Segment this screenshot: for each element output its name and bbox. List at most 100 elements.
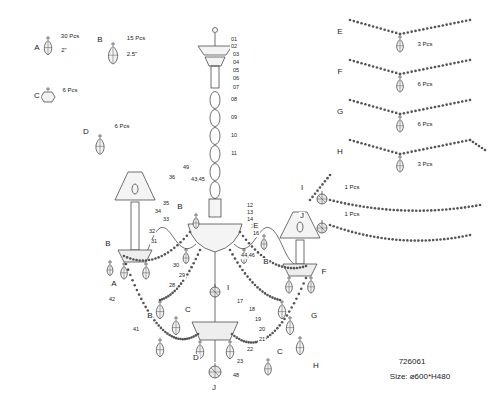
callout-number: 08 (230, 97, 238, 103)
pendant-hook (289, 317, 291, 319)
bead (179, 241, 182, 244)
part-label: H (312, 362, 320, 370)
bead (343, 229, 346, 232)
part-label: E (252, 222, 259, 230)
bead (255, 341, 258, 344)
bead (439, 238, 442, 241)
bead (142, 259, 145, 262)
callout-number: 11 (230, 151, 238, 157)
bead (305, 265, 308, 268)
part-label: F (337, 68, 344, 76)
part-label: C (184, 306, 192, 314)
bead (259, 288, 262, 291)
bead (430, 209, 433, 212)
crystal-pendant (44, 37, 51, 55)
bead (418, 149, 421, 152)
bead (293, 302, 296, 305)
bead (449, 208, 452, 211)
bead (157, 256, 160, 259)
bead (478, 145, 481, 148)
bead (391, 71, 394, 74)
part-label: Size: ⌀600*H480 (389, 373, 451, 381)
bead (376, 146, 379, 149)
part-label: D (82, 128, 90, 136)
column-tube (211, 66, 219, 88)
pendant-facet (121, 267, 127, 278)
bead (391, 111, 394, 114)
bead (347, 203, 350, 206)
bead (410, 239, 413, 242)
bead (264, 292, 267, 295)
bead (275, 263, 278, 266)
bead (452, 207, 455, 210)
bead (281, 265, 284, 268)
bead (254, 248, 257, 251)
bead (364, 23, 367, 26)
bead (190, 266, 193, 269)
bead (340, 201, 343, 204)
pendant-hook (123, 263, 125, 265)
bead-chain (469, 139, 487, 152)
bead (132, 258, 135, 261)
column-nut (209, 199, 221, 217)
bead (144, 306, 147, 309)
bead (349, 139, 352, 142)
bead (461, 140, 464, 143)
bead (155, 322, 158, 325)
lower-bowl (192, 322, 238, 340)
pendant-body (143, 266, 150, 279)
bead (395, 72, 398, 75)
pendant-hook (195, 214, 197, 216)
ball-body (317, 194, 327, 204)
bead (383, 68, 386, 71)
bead (354, 232, 357, 235)
bead (360, 22, 363, 25)
pendant-body (107, 264, 113, 275)
part-label: A (33, 44, 40, 52)
bead (403, 112, 406, 115)
bead (422, 108, 425, 111)
callout-number: 12 (246, 203, 254, 209)
bead (160, 327, 163, 330)
bead (229, 249, 232, 252)
bead (422, 209, 425, 212)
callout-number: 13 (246, 210, 254, 216)
bead (162, 329, 165, 332)
part-label: D (192, 354, 200, 362)
bead (240, 339, 243, 342)
bead (368, 64, 371, 67)
callout-number: 43,45 (190, 177, 206, 183)
pendant-body (44, 40, 51, 54)
pendant-hook (267, 359, 269, 361)
ball-body (210, 287, 220, 297)
bead (199, 249, 202, 252)
bobeche (118, 250, 152, 262)
bead (180, 282, 183, 285)
callout-number: 07 (232, 85, 240, 91)
bead (395, 32, 398, 35)
pendant-body (156, 342, 163, 356)
bead (316, 189, 319, 192)
bead (426, 27, 429, 30)
bead (418, 29, 421, 32)
callout-number: 35 (162, 201, 170, 207)
bead (284, 266, 287, 269)
bead (414, 70, 417, 73)
bead (469, 234, 472, 237)
bead-chain (125, 263, 200, 341)
callout-number: 42 (108, 297, 116, 303)
canopy-cup (205, 57, 225, 66)
crystal-pendant (278, 301, 285, 319)
bead (465, 139, 468, 142)
bead (126, 256, 129, 259)
bead (351, 231, 354, 234)
ball-hook (215, 363, 216, 366)
bead (349, 19, 352, 22)
bead-chain (229, 249, 282, 302)
bead (290, 306, 293, 309)
bead (385, 208, 388, 211)
lamp-shade (115, 172, 155, 200)
bead (376, 26, 379, 29)
bead (465, 59, 468, 62)
part-label: C (276, 348, 284, 356)
